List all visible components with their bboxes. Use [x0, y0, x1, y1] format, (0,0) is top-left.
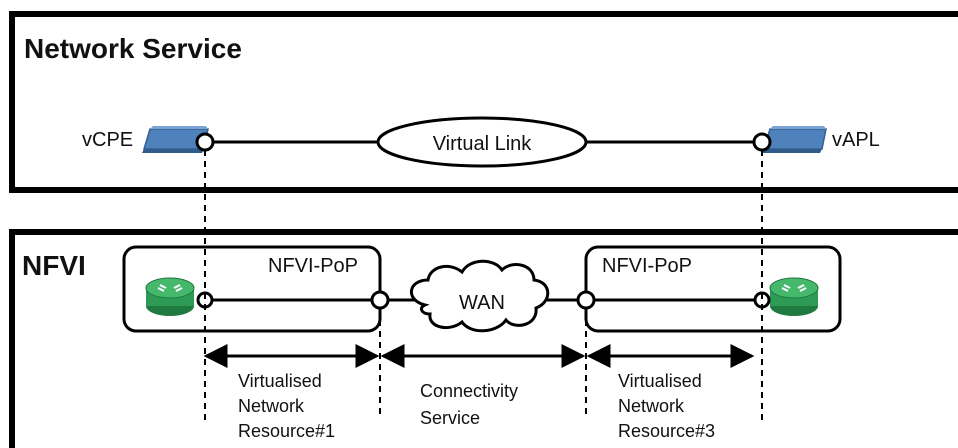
- vnf-box-icon: [762, 126, 827, 153]
- pop-right-edge-port: [576, 290, 596, 310]
- resource-right-label: Virtualised Network Resource#3: [618, 371, 715, 441]
- cloud-icon: [410, 259, 550, 333]
- resource-left-label: Virtualised Network Resource#1: [238, 371, 335, 441]
- nfvi-panel: NFVI NFVI-PoP NFVI-PoP WAN: [9, 229, 958, 448]
- nfvi-title: NFVI: [22, 250, 86, 281]
- nfvi-pop-right-box: [584, 245, 842, 333]
- router-icon: [145, 277, 195, 316]
- vapl-port: [752, 132, 772, 152]
- vnf-box-icon: [142, 126, 209, 153]
- vcpe-label: vCPE: [82, 129, 133, 151]
- network-service-panel: Network Service Virtual Link vCPE vAPL: [9, 11, 958, 193]
- nfvi-border: [9, 229, 958, 448]
- vapl-label: vAPL: [832, 129, 880, 151]
- wan-label: WAN: [459, 292, 505, 314]
- virtual-link-ellipse: [376, 116, 588, 168]
- vcpe-port: [195, 132, 215, 152]
- nfvi-pop-left-label: NFVI-PoP: [268, 255, 358, 277]
- connectivity-service-label: Connectivity Service: [420, 381, 523, 428]
- dashed-guides: [204, 150, 763, 422]
- router-icon: [769, 277, 819, 316]
- nfvi-pop-left-box: [122, 245, 382, 333]
- network-service-title: Network Service: [24, 33, 242, 64]
- pop-left-edge-port: [370, 290, 390, 310]
- virtual-link-label: Virtual Link: [433, 133, 533, 155]
- nfvi-pop-right-label: NFVI-PoP: [602, 255, 692, 277]
- network-service-border: [9, 11, 958, 193]
